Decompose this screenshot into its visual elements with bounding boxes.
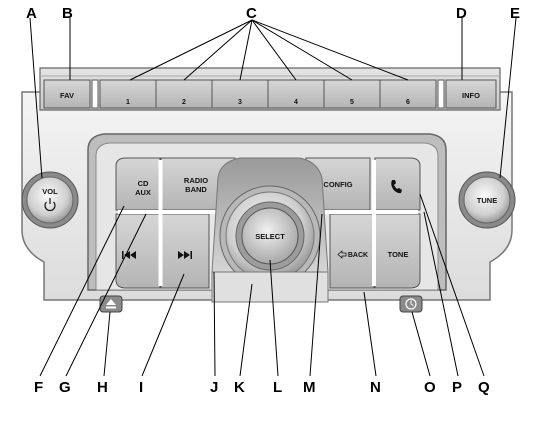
slot-right	[437, 79, 445, 109]
callout-j: J	[210, 379, 218, 396]
callout-a: A	[26, 5, 37, 22]
callout-p: P	[452, 379, 462, 396]
callout-g: G	[59, 379, 71, 396]
svg-text:TUNE: TUNE	[477, 196, 497, 205]
select-knob[interactable]: SELECT	[219, 185, 321, 287]
back-button[interactable]: BACK	[329, 213, 375, 289]
callout-d: D	[456, 5, 467, 22]
callout-h: H	[97, 379, 108, 396]
svg-text:TONE: TONE	[388, 250, 409, 259]
seek-back-button[interactable]	[115, 213, 161, 289]
svg-text:5: 5	[350, 99, 354, 106]
preset-3-button[interactable]: 3	[211, 79, 269, 109]
cd-aux-button[interactable]: CD AUX	[115, 157, 161, 211]
callout-c: C	[246, 5, 257, 22]
svg-text:AUX: AUX	[135, 188, 151, 197]
callout-m: M	[303, 379, 316, 396]
svg-text:FAV: FAV	[60, 91, 74, 100]
eject-button[interactable]	[99, 295, 123, 313]
callout-k: K	[234, 379, 245, 396]
seek-forward-button[interactable]	[160, 213, 210, 289]
seek-forward-icon	[178, 251, 192, 259]
lower-housing	[211, 271, 329, 303]
preset-6-button[interactable]: 6	[379, 79, 437, 109]
svg-text:1: 1	[126, 99, 130, 106]
svg-text:BAND: BAND	[185, 185, 207, 194]
svg-text:SELECT: SELECT	[255, 232, 285, 241]
info-button[interactable]: INFO	[445, 79, 497, 109]
slot-left	[91, 79, 99, 109]
svg-text:2: 2	[182, 99, 186, 106]
eject-icon	[106, 299, 116, 309]
preset-1-button[interactable]: 1	[99, 79, 157, 109]
svg-text:RADIO: RADIO	[184, 176, 208, 185]
callout-i: I	[139, 379, 143, 396]
svg-text:6: 6	[406, 99, 410, 106]
callout-f: F	[34, 379, 43, 396]
callout-n: N	[370, 379, 381, 396]
callout-q: Q	[478, 379, 490, 396]
preset-4-button[interactable]: 4	[267, 79, 325, 109]
back-arrow-icon	[337, 250, 347, 259]
svg-text:INFO: INFO	[462, 91, 480, 100]
callout-leaders	[29, 17, 517, 377]
svg-text:3: 3	[238, 99, 242, 106]
power-icon	[44, 198, 56, 212]
fav-button[interactable]: FAV	[43, 79, 91, 109]
svg-text:4: 4	[294, 99, 298, 106]
svg-text:BACK: BACK	[348, 252, 368, 259]
svg-text:CD: CD	[138, 179, 149, 188]
tune-knob[interactable]: TUNE	[458, 171, 516, 229]
preset-2-button[interactable]: 2	[155, 79, 213, 109]
clock-icon	[405, 298, 417, 310]
svg-text:CONFIG: CONFIG	[323, 180, 352, 189]
svg-text:VOL: VOL	[42, 187, 58, 196]
phone-button[interactable]	[374, 157, 421, 211]
callout-b: B	[62, 5, 73, 22]
clock-button[interactable]	[399, 295, 423, 313]
callout-e: E	[510, 5, 520, 22]
seek-back-icon	[122, 251, 136, 259]
tone-button[interactable]: TONE	[374, 213, 421, 289]
callout-l: L	[273, 379, 282, 396]
callout-o: O	[424, 379, 436, 396]
preset-5-button[interactable]: 5	[323, 79, 381, 109]
volume-knob[interactable]: VOL	[21, 171, 79, 229]
phone-icon	[391, 180, 402, 194]
